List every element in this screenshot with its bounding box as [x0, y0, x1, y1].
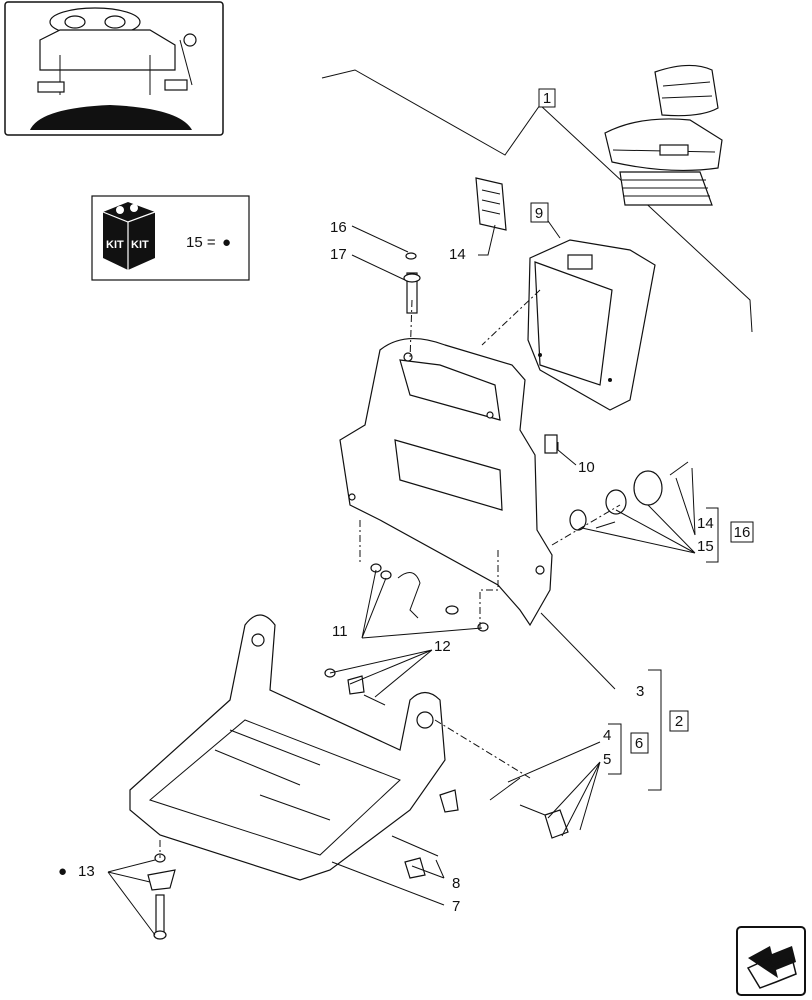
callout-4: 4 [603, 727, 611, 744]
callout-17: 17 [330, 246, 347, 263]
pin-part [403, 252, 421, 314]
callout-9: 9 [535, 205, 543, 222]
kit-box-icon: KIT KIT [102, 202, 156, 270]
kit-equation: 15 = [186, 234, 216, 251]
box-6 [630, 732, 649, 754]
callout-7: 7 [452, 898, 460, 915]
callout-14-top: 14 [449, 246, 466, 263]
callout-5: 5 [603, 751, 611, 768]
leader-7 [331, 861, 445, 906]
adjust-knobs [569, 461, 689, 531]
callout-2: 2 [675, 713, 683, 730]
callout-10: 10 [578, 459, 595, 476]
complete-seat [604, 64, 723, 206]
leader-15 [581, 504, 696, 554]
seat-cushion [527, 239, 656, 411]
kit-word-right: KIT [131, 239, 149, 251]
leader-12 [329, 649, 433, 698]
dash-right [479, 550, 499, 630]
kit-word-left: KIT [106, 239, 124, 251]
bracket-14-15 [706, 507, 719, 563]
leader-13 [107, 859, 156, 936]
callout-16-boxed: 16 [734, 524, 751, 541]
callout-13: 13 [78, 863, 95, 880]
leader-4 [507, 741, 601, 783]
callout-6: 6 [635, 735, 643, 752]
leader-14-right [675, 467, 696, 536]
leader-10 [557, 442, 577, 466]
leader-17 [351, 254, 406, 281]
callout-8: 8 [452, 875, 460, 892]
backrest-frame [339, 337, 558, 627]
kit-legend: KIT KIT 15 = ● [91, 195, 250, 281]
callout-3: 3 [636, 683, 644, 700]
leader-3 [540, 612, 616, 690]
assembly-bracket-line [321, 69, 753, 333]
dash-lever [434, 719, 531, 779]
tractor-cab-pedals-thumbnail [30, 7, 197, 130]
seat-pan [129, 614, 446, 881]
box-2 [669, 710, 689, 732]
dash-knobs [551, 504, 621, 546]
dash-cushion [481, 289, 541, 346]
leader-8 [411, 859, 445, 879]
callout-15: 15 [697, 538, 714, 555]
bullet-13: ● [58, 863, 67, 880]
next-page-arrow-icon[interactable] [736, 926, 806, 996]
leader-11 [361, 569, 483, 639]
dash-pin [409, 299, 413, 361]
callout-12: 12 [434, 638, 451, 655]
box-9 [530, 202, 549, 223]
callout-16: 16 [330, 219, 347, 236]
callout-11: 11 [332, 623, 348, 640]
leader-14-top [478, 224, 496, 256]
lever-parts [439, 777, 569, 839]
kit-bullet: ● [222, 234, 231, 251]
warning-label-part [475, 177, 507, 231]
bracket-2 [648, 669, 662, 791]
callout-1: 1 [543, 90, 551, 107]
bracket-4-5 [608, 723, 622, 775]
callout-14-right: 14 [697, 515, 714, 532]
small-hardware [147, 835, 439, 940]
box-1 [538, 88, 556, 108]
box-16 [730, 521, 754, 543]
leader-5 [547, 761, 601, 837]
thumbnail-frame [4, 1, 224, 136]
leader-16 [351, 225, 409, 253]
